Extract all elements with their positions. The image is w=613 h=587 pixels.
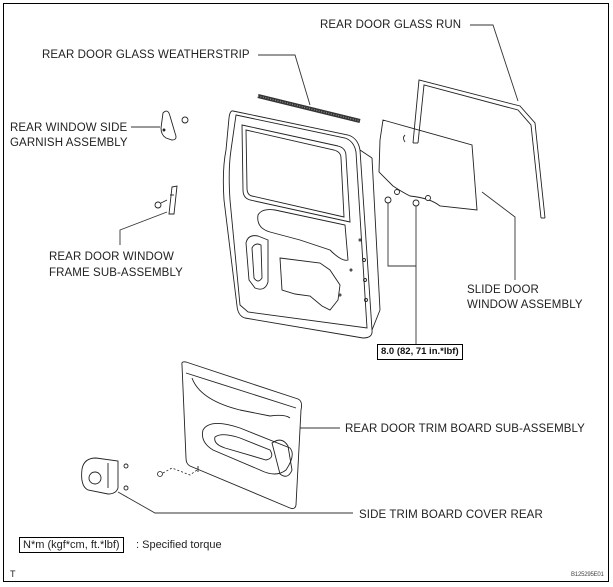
- side-trim-cover-part: [81, 457, 129, 495]
- leader-torque: [387, 200, 416, 267]
- label-slide-window-line2: WINDOW ASSEMBLY: [467, 299, 583, 311]
- label-window-frame-line1: REAR DOOR WINDOW: [49, 251, 174, 263]
- label-window-frame-line2: FRAME SUB-ASSEMBLY: [49, 267, 183, 279]
- label-glass-run: REAR DOOR GLASS RUN: [320, 19, 462, 31]
- torque-unit-box: N*m (kgf*cm, ft.*lbf): [19, 537, 124, 553]
- leader-glass-weatherstrip: [258, 54, 311, 106]
- torque-legend-text: : Specified torque: [136, 539, 222, 551]
- diagram-frame: [3, 3, 609, 582]
- figure-id: B125295E01: [571, 572, 604, 578]
- leader-side-trim-cover: [117, 491, 353, 514]
- torque-spec-box: 8.0 (82, 71 in.*lbf): [377, 344, 463, 360]
- side-garnish-part: [160, 110, 189, 141]
- label-trim-board: REAR DOOR TRIM BOARD SUB-ASSEMBLY: [345, 423, 585, 435]
- label-glass-weatherstrip: REAR DOOR GLASS WEATHERSTRIP: [42, 49, 250, 61]
- slide-door-window-part: [378, 119, 478, 211]
- leader-lines: [117, 24, 519, 514]
- label-side-garnish-line1: REAR WINDOW SIDE: [10, 122, 128, 134]
- label-side-garnish-line2: GARNISH ASSEMBLY: [10, 137, 128, 149]
- glass-weatherstrip-part: [257, 94, 361, 123]
- corner-mark: T: [10, 569, 16, 579]
- label-side-trim-cover: SIDE TRIM BOARD COVER REAR: [359, 509, 543, 521]
- trim-board-part: [181, 361, 303, 510]
- leader-window-frame: [119, 211, 168, 245]
- leader-glass-run: [470, 24, 519, 102]
- window-frame-part: [154, 185, 178, 215]
- glass-bolts: [384, 189, 431, 207]
- glass-run-part: [412, 79, 546, 219]
- door-panel-part: [222, 110, 381, 339]
- trim-clip: [157, 467, 198, 477]
- leader-slide-window: [481, 191, 516, 280]
- label-slide-window-line1: SLIDE DOOR: [467, 284, 539, 296]
